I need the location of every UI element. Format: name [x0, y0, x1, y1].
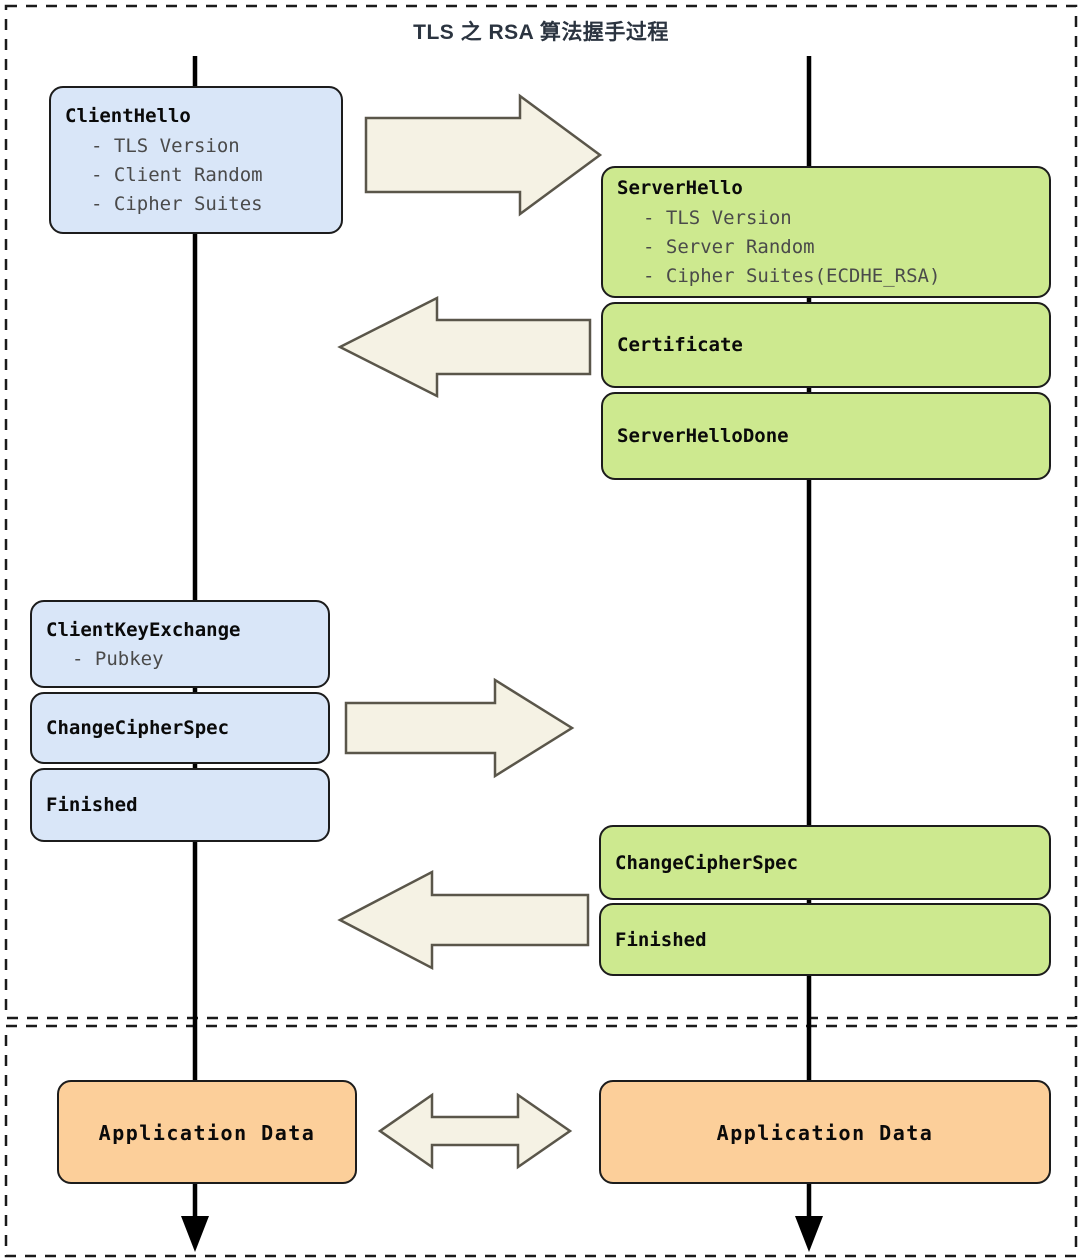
client-hello-line-1: - TLS Version	[91, 134, 240, 157]
server-application-data-title: Application Data	[716, 1120, 934, 1145]
certificate-title: Certificate	[617, 334, 743, 357]
server-hello-line-1: - TLS Version	[643, 206, 792, 229]
message-box-certificate[interactable]: Certificate	[601, 302, 1051, 388]
message-box-server-hello-done[interactable]: ServerHelloDone	[601, 392, 1051, 480]
server-hello-line-3: - Cipher Suites(ECDHE_RSA)	[643, 265, 941, 288]
arrow-server-hello-to-client	[337, 295, 592, 399]
server-change-cipher-spec-title: ChangeCipherSpec	[615, 851, 799, 874]
server-hello-title: ServerHello	[617, 177, 743, 200]
arrow-client-hello-to-server	[364, 93, 603, 217]
client-finished-title: Finished	[46, 794, 138, 817]
arrow-server-finished-to-client	[337, 869, 590, 971]
message-box-client-application-data[interactable]: Application Data	[57, 1080, 357, 1184]
client-key-exchange-line-1: - Pubkey	[72, 648, 164, 670]
client-key-exchange-title: ClientKeyExchange	[46, 618, 241, 641]
message-box-client-hello[interactable]: ClientHello - TLS Version - Client Rando…	[49, 86, 343, 234]
message-box-server-application-data[interactable]: Application Data	[599, 1080, 1051, 1184]
client-application-data-title: Application Data	[98, 1120, 316, 1145]
server-hello-done-title: ServerHelloDone	[617, 425, 789, 448]
application-data-region-border	[4, 1024, 1078, 1258]
message-box-server-hello[interactable]: ServerHello - TLS Version - Server Rando…	[601, 166, 1051, 298]
client-hello-title: ClientHello	[65, 105, 191, 128]
message-box-client-finished[interactable]: Finished	[30, 768, 330, 842]
arrow-application-data-bidirectional	[377, 1092, 573, 1170]
message-box-server-finished[interactable]: Finished	[599, 903, 1051, 976]
message-box-server-change-cipher-spec[interactable]: ChangeCipherSpec	[599, 825, 1051, 900]
server-hello-line-2: - Server Random	[643, 236, 815, 258]
server-finished-title: Finished	[615, 928, 707, 951]
page-title: TLS 之 RSA 算法握手过程	[413, 21, 669, 44]
client-hello-line-2: - Client Random	[91, 164, 263, 186]
client-change-cipher-spec-title: ChangeCipherSpec	[46, 717, 230, 740]
message-box-client-key-exchange[interactable]: ClientKeyExchange - Pubkey	[30, 600, 330, 688]
arrow-client-keyexchange-to-server	[344, 677, 575, 779]
client-hello-line-3: - Cipher Suites	[91, 193, 263, 216]
message-box-client-change-cipher-spec[interactable]: ChangeCipherSpec	[30, 692, 330, 764]
